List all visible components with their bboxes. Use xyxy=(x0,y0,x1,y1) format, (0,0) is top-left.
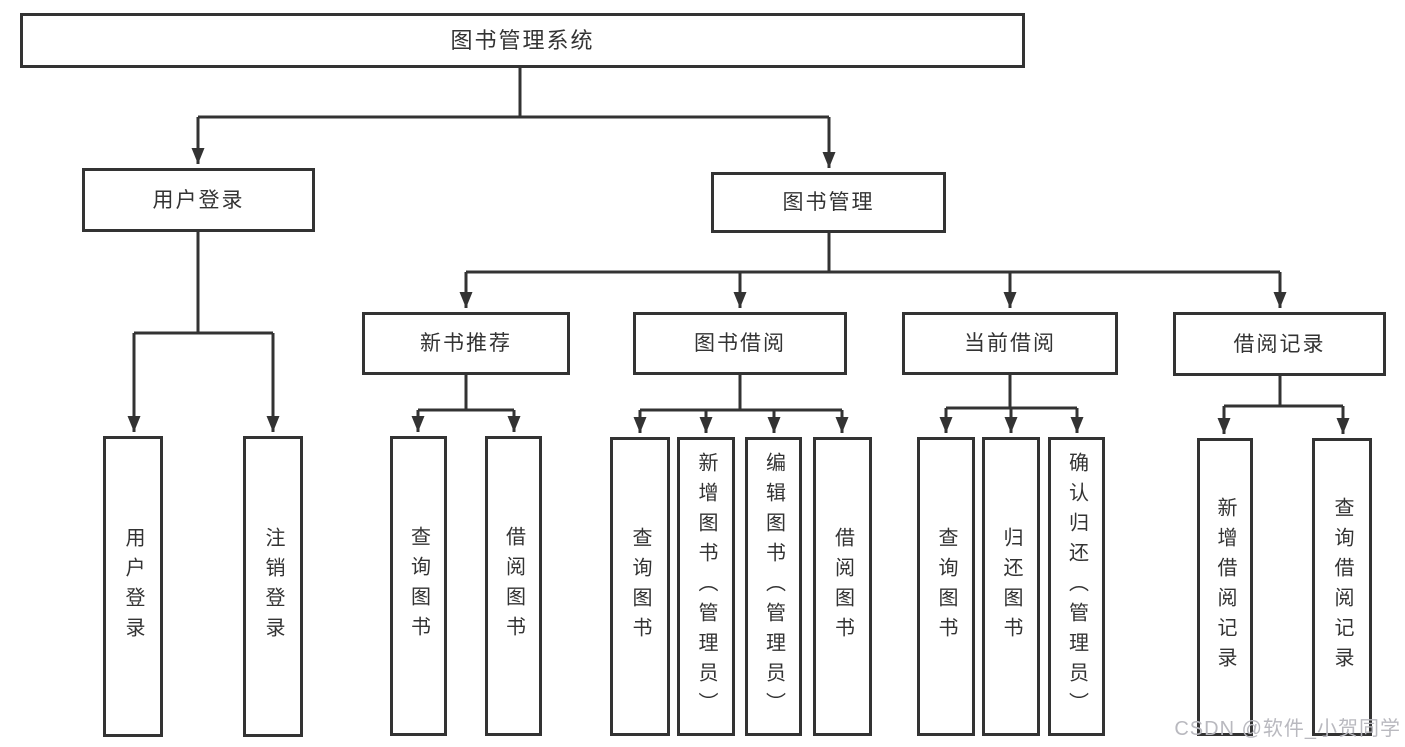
node-label: 新增借阅记录 xyxy=(1214,497,1236,677)
node-user-login: 用户登录 xyxy=(82,168,315,232)
leaf-query-books-current: 查询图书 xyxy=(917,437,975,736)
leaf-query-borrow-record: 查询借阅记录 xyxy=(1312,438,1372,736)
node-label: 确认归还（管理员） xyxy=(1065,451,1088,722)
node-label: 注销登录 xyxy=(262,526,284,647)
leaf-edit-books-admin: 编辑图书（管理员） xyxy=(745,437,802,736)
node-label: 图书管理系统 xyxy=(450,27,595,53)
leaf-logout: 注销登录 xyxy=(243,436,303,737)
node-label: 新增图书（管理员） xyxy=(695,451,717,722)
leaf-borrow-books: 借阅图书 xyxy=(813,437,872,736)
node-label: 图书借阅 xyxy=(694,332,786,355)
node-label: 编辑图书（管理员） xyxy=(762,451,785,722)
node-new-book-recommendation: 新书推荐 xyxy=(362,312,570,375)
connector-edges xyxy=(127,68,1350,434)
leaf-query-books-borrow: 查询图书 xyxy=(610,437,670,736)
node-label: 查询图书 xyxy=(935,526,957,647)
node-borrowing-records: 借阅记录 xyxy=(1173,312,1386,376)
node-library-management-system: 图书管理系统 xyxy=(20,13,1025,68)
node-label: 借阅图书 xyxy=(502,526,525,646)
leaf-add-borrow-record: 新增借阅记录 xyxy=(1197,438,1253,736)
node-label: 新书推荐 xyxy=(420,332,512,355)
leaf-add-books-admin: 新增图书（管理员） xyxy=(677,437,735,736)
node-label: 借阅记录 xyxy=(1233,332,1326,356)
leaf-borrow-books-rec: 借阅图书 xyxy=(485,436,542,736)
node-label: 查询图书 xyxy=(407,526,430,646)
leaf-user-login: 用户登录 xyxy=(103,436,163,737)
node-current-borrowing: 当前借阅 xyxy=(902,312,1118,375)
node-label: 图书管理 xyxy=(782,191,875,214)
node-label: 查询借阅记录 xyxy=(1331,497,1353,677)
node-book-borrowing: 图书借阅 xyxy=(633,312,847,375)
leaf-query-books-rec: 查询图书 xyxy=(390,436,447,736)
leaf-return-books: 归还图书 xyxy=(982,437,1040,736)
node-label: 查询图书 xyxy=(629,526,651,647)
node-book-management: 图书管理 xyxy=(711,172,946,233)
node-label: 用户登录 xyxy=(122,526,144,647)
node-label: 借阅图书 xyxy=(831,526,854,647)
watermark: CSDN @软件_小贺同学 xyxy=(1174,718,1401,740)
leaf-confirm-return-admin: 确认归还（管理员） xyxy=(1048,437,1105,736)
node-label: 归还图书 xyxy=(1000,526,1022,647)
node-label: 当前借阅 xyxy=(964,332,1056,355)
node-label: 用户登录 xyxy=(152,188,245,212)
